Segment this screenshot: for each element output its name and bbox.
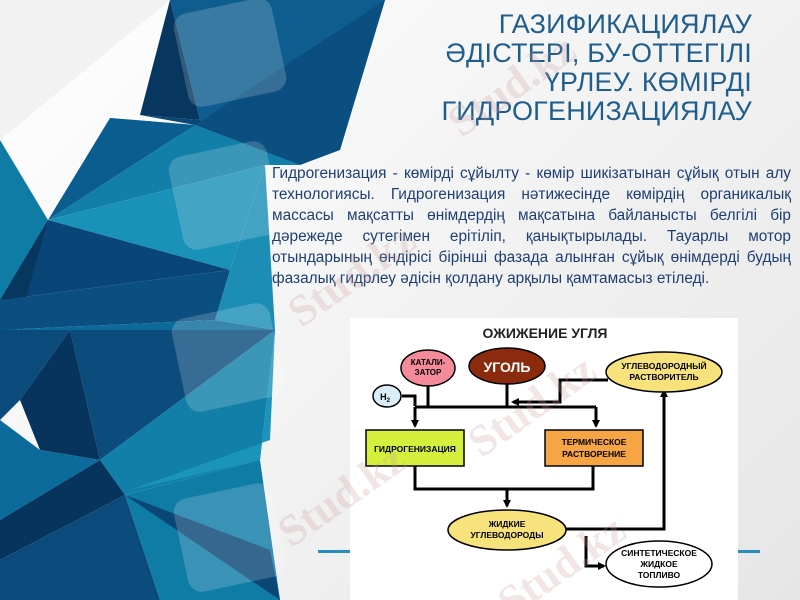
title-line: ҮРЛЕУ. КӨМІРДІ <box>544 67 752 97</box>
liquid-label: ЖИДКИЕ <box>488 519 526 529</box>
catalyst-node <box>400 349 456 387</box>
synthetic-label: СИНТЕТИЧЕСКОЕ <box>621 548 697 558</box>
title-line: ГИДРОГЕНИЗАЦИЯЛАУ <box>441 96 752 126</box>
h2-label: H2 <box>380 392 391 404</box>
thermal-dissolution-box <box>544 429 644 467</box>
hydrogenation-label: ГИДРОГЕНИЗАЦИЯ <box>374 444 456 454</box>
catalyst-label: ЗАТОР <box>415 368 442 377</box>
title-line: ГАЗИФИКАЦИЯЛАУ <box>498 9 752 39</box>
body-paragraph: Гидрогенизация - көмірді сұйылту - көмір… <box>272 165 791 287</box>
coal-liquefaction-diagram: ОЖИЖЕНИЕ УГЛЯ КАТАЛИ- <box>350 318 738 600</box>
synthetic-label: ЖИДКОЕ <box>639 559 678 569</box>
synthetic-fuel-node <box>605 540 713 588</box>
diagram-title: ОЖИЖЕНИЕ УГЛЯ <box>483 325 608 341</box>
accent-line-left <box>318 550 350 553</box>
liquid-hydrocarbons-node <box>447 509 567 551</box>
hydrogenation-box <box>365 429 465 467</box>
h2-node <box>372 384 402 408</box>
thermal-label: ТЕРМИЧЕСКОЕ <box>562 437 627 447</box>
liquid-label: УГЛЕВОДОРОДЫ <box>470 530 543 540</box>
solvent-label: РАСТВОРИТЕЛЬ <box>629 372 698 382</box>
accent-line-right <box>738 550 760 553</box>
catalyst-label: КАТАЛИ- <box>411 358 446 367</box>
title-line: ӘДІСТЕРІ, БУ-ОТТЕГІЛІ <box>445 38 752 68</box>
hydrocarbon-solvent-node <box>605 351 723 393</box>
solvent-label: УГЛЕВОДОРОДНЫЙ <box>621 360 706 371</box>
synthetic-label: ТОПЛИВО <box>638 570 681 580</box>
coal-label: УГОЛЬ <box>484 359 531 375</box>
coal-node <box>468 347 546 385</box>
thermal-label: РАСТВОРЕНИЕ <box>562 449 626 459</box>
slide-title: ГАЗИФИКАЦИЯЛАУ ӘДІСТЕРІ, БУ-ОТТЕГІЛІ ҮРЛ… <box>332 10 752 126</box>
